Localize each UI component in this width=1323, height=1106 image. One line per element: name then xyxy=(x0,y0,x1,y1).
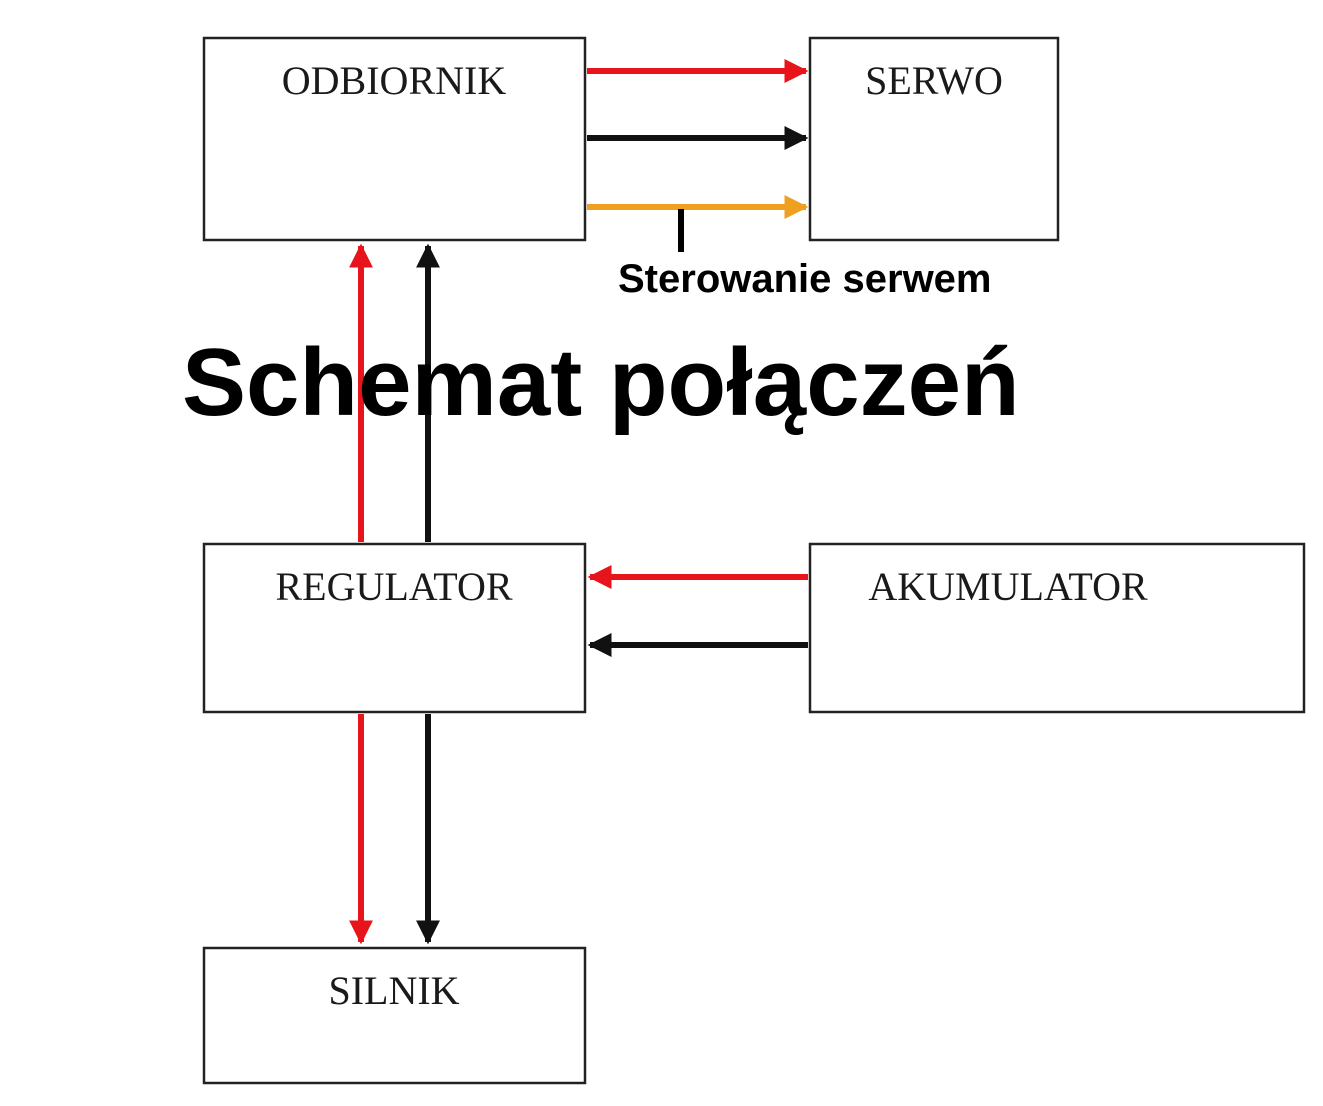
box-odbiornik-label: ODBIORNIK xyxy=(282,58,507,103)
box-akumulator: AKUMULATOR xyxy=(808,542,1306,714)
box-regulator-label: REGULATOR xyxy=(275,564,512,609)
box-akumulator-label: AKUMULATOR xyxy=(868,564,1148,609)
diagram-title: Schemat połączeń xyxy=(182,329,1020,436)
box-regulator: REGULATOR xyxy=(202,542,587,714)
box-serwo: SERWO xyxy=(808,36,1060,242)
box-silnik-label: SILNIK xyxy=(328,968,459,1013)
box-silnik: SILNIK xyxy=(202,946,587,1085)
box-serwo-label: SERWO xyxy=(865,58,1003,103)
box-odbiornik: ODBIORNIK xyxy=(202,36,587,242)
annotation-sterowanie-serwem: Sterowanie serwem xyxy=(618,257,992,301)
